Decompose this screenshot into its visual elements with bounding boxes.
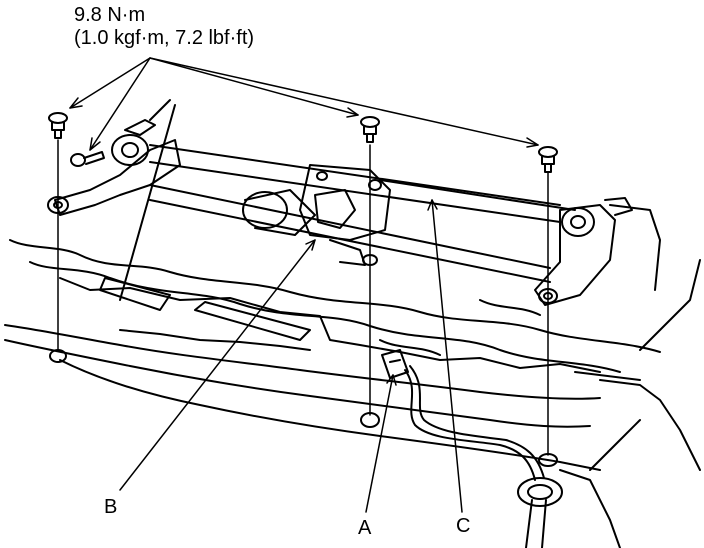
cable-grommet <box>517 477 563 548</box>
connector-a <box>381 349 409 379</box>
callout-label-b: B <box>104 496 118 518</box>
bolt-left-angled <box>70 151 105 167</box>
torque-value-alt-units: (1.0 kgf·m, 7.2 lbf·ft) <box>74 27 255 49</box>
right-pivot <box>534 197 633 306</box>
torque-value: 9.8 N·m <box>74 4 146 26</box>
wire-harness <box>404 365 545 481</box>
bolt-left <box>48 112 68 139</box>
bolt-right <box>538 146 558 173</box>
torque-leaders <box>69 57 539 151</box>
callout-leaders <box>119 199 463 513</box>
callout-label-c: C <box>456 515 471 537</box>
linkage-rod <box>149 144 576 283</box>
wiper-motor <box>242 164 391 266</box>
cowl-panel <box>4 99 701 548</box>
alignment-lines <box>57 139 549 456</box>
bolt-center <box>360 116 380 143</box>
mount-holes <box>49 254 558 467</box>
left-pivot <box>47 119 181 216</box>
torque-spec: 9.8 N·m (1.0 kgf·m, 7.2 lbf·ft) <box>74 4 254 50</box>
callout-label-a: A <box>358 517 372 539</box>
